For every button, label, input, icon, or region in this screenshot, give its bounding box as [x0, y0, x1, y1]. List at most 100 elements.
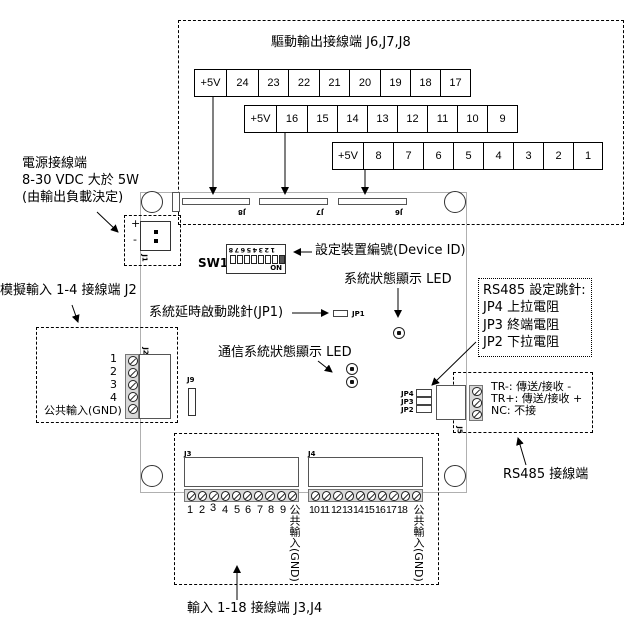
screw-icon: [209, 491, 219, 501]
rs485-jumper-item: JP4 上拉電阻: [483, 300, 560, 315]
rs485-terminal-caption: RS485 接線端: [503, 467, 589, 482]
screw-icon: [187, 491, 197, 501]
screw-icon: [276, 491, 286, 501]
power-label-line3: (由輸出負載決定): [22, 190, 124, 205]
digital-input-caption: 輸入 1-18 接線端 J3,J4: [187, 601, 323, 616]
j4-pin-number: 12: [331, 504, 342, 516]
screw-icon: [265, 491, 275, 501]
screw-icon: [333, 491, 343, 501]
power-minus-sign: -: [133, 233, 137, 246]
screw-icon: [198, 491, 208, 501]
j3-pin-number: 2: [199, 504, 206, 516]
screw-icon: [472, 387, 482, 397]
mounting-hole-top-right: [444, 191, 466, 213]
rs485-jumper-item: JP2 下拉電阻: [483, 335, 560, 350]
j3-pin-number: 5: [234, 504, 241, 516]
header-j6-label: J6: [395, 208, 403, 216]
arrow-rs485-terminal: [516, 437, 527, 466]
pin-cell: 3: [513, 143, 543, 169]
j3-pin-number: 8: [268, 504, 275, 516]
pin-cell: 15: [307, 106, 337, 132]
screw-icon: [344, 491, 354, 501]
jumper-jp1[interactable]: [333, 310, 348, 317]
power-frame: [124, 215, 181, 266]
connector-j4: [308, 457, 423, 487]
terminal-row-j7: +5V 16 15 14 13 12 11 10 9: [244, 105, 518, 133]
jumper-jp3[interactable]: [416, 397, 432, 405]
pin-cell: 19: [380, 70, 410, 96]
j3-screw-terminal: [184, 489, 299, 502]
j4-screw-terminal: [308, 489, 423, 502]
screw-icon: [472, 409, 482, 419]
analog-pin-label: 1: [110, 352, 117, 365]
j3-gnd-label: 公共輸入(GND): [288, 504, 301, 582]
j3-label: J3: [184, 450, 192, 458]
sw1-on-label: ON: [270, 264, 282, 272]
j9-label: J9: [187, 376, 195, 384]
jumper-jp3-label: JP3: [401, 398, 414, 406]
rs485-pin-label: TR+: 傳送/接收 +: [491, 392, 583, 405]
jumper-jp4[interactable]: [416, 389, 432, 397]
j3-pin-number: 9: [280, 504, 287, 516]
pin-cell: 12: [397, 106, 427, 132]
pin-cell: 21: [319, 70, 349, 96]
screw-icon: [389, 491, 399, 501]
rs485-screw-terminal: [469, 385, 483, 421]
analog-pin-label: 公共輸入(GND): [44, 404, 122, 417]
j3-pin-number: 7: [257, 504, 264, 516]
system-led: [393, 327, 405, 339]
power-label-line2: 8-30 VDC 大於 5W: [22, 173, 140, 188]
screw-icon: [378, 491, 388, 501]
screw-icon: [220, 491, 230, 501]
screw-icon: [472, 398, 482, 408]
pin-cell: +5V: [200, 77, 221, 89]
pin-cell: 6: [423, 143, 453, 169]
analog-screw-terminal: [125, 354, 139, 419]
comm-led-1: [346, 363, 358, 375]
header-j6: [338, 198, 407, 205]
pin-cell: 2: [543, 143, 573, 169]
header-j7-label: J7: [316, 208, 324, 216]
device-id-label: 設定裝置編號(Device ID): [315, 243, 466, 258]
analog-input-frame: [36, 327, 178, 423]
screw-icon: [128, 356, 138, 366]
terminal-row-j8: +5V 24 23 22 21 20 19 18 17: [194, 69, 471, 97]
sw1-toggles: [230, 255, 285, 264]
pin-cell: 18: [410, 70, 440, 96]
rs485-connector-label: J5: [455, 426, 464, 434]
sw1-dip-switch[interactable]: 1 2 3 4 5 6 7 8 ON: [226, 244, 286, 274]
analog-pin-label: 4: [110, 391, 117, 404]
rs485-jumper-item: JP3 終端電阻: [483, 318, 560, 333]
rs485-pin-label: TR-: 傳送/接收 -: [491, 380, 572, 393]
rs485-jumper-info-box: [478, 278, 592, 357]
rs485-connector-j5: [436, 385, 466, 420]
pin-cell: 11: [427, 106, 457, 132]
pin-cell: 23: [258, 70, 288, 96]
header-j8: [182, 198, 250, 205]
pin-cell: 4: [483, 143, 513, 169]
j4-label: J4: [308, 450, 316, 458]
screw-icon: [128, 368, 138, 378]
header-j7: [259, 198, 328, 205]
pin-cell: 10: [457, 106, 487, 132]
screw-icon: [243, 491, 253, 501]
mounting-hole-top-left: [141, 191, 163, 213]
rs485-jumper-title: RS485 設定跳針:: [483, 283, 586, 298]
pin-cell: 9: [487, 106, 517, 132]
output-section-title: 驅動輸出接線端 J6,J7,J8: [271, 35, 411, 50]
analog-input-title: 模擬輸入 1-4 接線端 J2: [0, 283, 137, 298]
digital-input-frame: [174, 433, 439, 585]
arrow-power: [96, 211, 119, 233]
comm-led-label: 通信系統狀態顯示 LED: [218, 345, 352, 360]
pin-cell: 8: [363, 143, 393, 169]
j3-pin-number: 4: [222, 504, 229, 516]
j4-pin-number: 15: [364, 504, 375, 516]
sw1-number-row: 1 2 3 4 5 6 7 8: [229, 246, 276, 254]
connector-j3: [184, 457, 299, 487]
jumper-jp1-label: JP1: [352, 310, 365, 318]
screw-icon: [311, 491, 321, 501]
power-connector-label: J1: [140, 254, 149, 262]
jumper-jp2[interactable]: [416, 405, 432, 413]
arrow-analog: [71, 304, 80, 323]
pin-cell: 17: [440, 70, 470, 96]
